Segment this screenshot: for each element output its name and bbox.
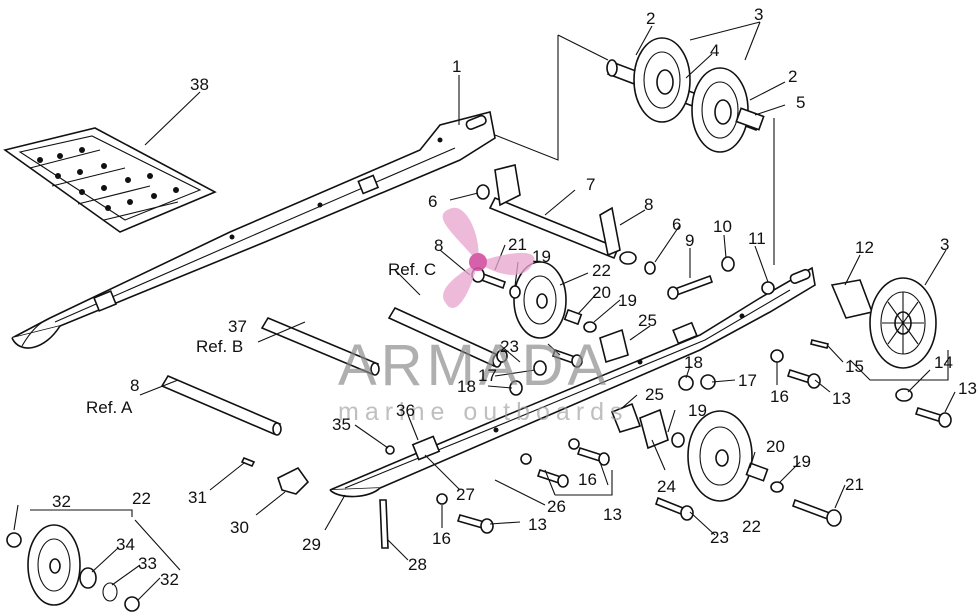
reference-c-label: Ref. C xyxy=(388,260,436,279)
callout-32: 32 xyxy=(160,570,179,589)
callout-33: 33 xyxy=(138,554,157,573)
watermark-tagline: marine outboards xyxy=(338,398,629,426)
callout-21: 21 xyxy=(508,235,527,254)
callout-35: 35 xyxy=(332,415,351,434)
callout-9: 9 xyxy=(685,231,694,250)
callout-22: 22 xyxy=(742,517,761,536)
callout-2: 2 xyxy=(788,67,797,86)
callout-25: 25 xyxy=(645,385,664,404)
lower-rail-29 xyxy=(329,266,816,498)
callout-20: 20 xyxy=(592,283,611,302)
callout-11: 11 xyxy=(748,229,766,248)
lower-wheel-22 xyxy=(599,328,784,502)
callout-13: 13 xyxy=(528,515,547,534)
callout-3: 3 xyxy=(754,5,763,24)
callout-7: 7 xyxy=(586,175,595,194)
callout-29: 29 xyxy=(302,535,321,554)
callout-8-ref-c: 8 xyxy=(434,236,443,255)
callout-10: 10 xyxy=(713,217,732,236)
upper-rail-1 xyxy=(11,111,496,349)
callout-17: 17 xyxy=(738,371,757,390)
callout-18: 18 xyxy=(457,377,476,396)
callout-30: 30 xyxy=(230,518,249,537)
callout-14: 14 xyxy=(934,353,953,372)
callout-15: 15 xyxy=(845,357,864,376)
callout-18: 18 xyxy=(684,353,703,372)
armada-watermark: ARMADA marine outboards xyxy=(338,207,629,426)
callout-19: 19 xyxy=(792,452,811,471)
reference-b-label: Ref. B xyxy=(196,337,243,356)
callout-37: 37 xyxy=(228,317,247,336)
reference-a-label: Ref. A xyxy=(86,398,133,417)
callout-4: 4 xyxy=(710,41,719,60)
watermark-brand: ARMADA xyxy=(338,333,610,398)
callout-19: 19 xyxy=(618,291,637,310)
callout-16: 16 xyxy=(578,470,597,489)
callout-6: 6 xyxy=(672,215,681,234)
middle-wheel-22 xyxy=(513,261,597,339)
cross-shafts xyxy=(160,164,637,436)
callout-27: 27 xyxy=(456,485,475,504)
callout-32: 32 xyxy=(52,492,71,511)
callout-5: 5 xyxy=(796,93,805,112)
callout-12: 12 xyxy=(855,238,874,257)
bolts xyxy=(240,267,952,549)
callout-2: 2 xyxy=(646,9,655,28)
callout-19: 19 xyxy=(532,247,551,266)
callout-1: 1 xyxy=(452,57,461,76)
callout-36: 36 xyxy=(396,401,415,420)
right-wheel-3 xyxy=(830,277,937,369)
callout-8-ref-a: 8 xyxy=(130,376,139,395)
callout-16: 16 xyxy=(432,529,451,548)
callout-19: 19 xyxy=(688,401,707,420)
callout-31: 31 xyxy=(188,488,207,507)
callout-3: 3 xyxy=(940,235,949,254)
callout-6: 6 xyxy=(428,192,437,211)
callout-23: 23 xyxy=(500,337,519,356)
callout-26: 26 xyxy=(547,497,566,516)
callout-8: 8 xyxy=(644,195,653,214)
callout-28: 28 xyxy=(408,555,427,574)
callout-34: 34 xyxy=(116,535,135,554)
callout-21: 21 xyxy=(845,475,864,494)
callout-13: 13 xyxy=(832,389,851,408)
callout-13: 13 xyxy=(603,505,622,524)
callout-16: 16 xyxy=(770,387,789,406)
callout-labels: 1 2 2 3 3 4 5 6 6 7 8 8 8 9 10 11 12 13 … xyxy=(52,5,977,589)
callout-38: 38 xyxy=(190,75,209,94)
slide-plate-38 xyxy=(3,127,217,233)
callout-23: 23 xyxy=(710,528,729,547)
callout-22: 22 xyxy=(592,261,611,280)
callout-20: 20 xyxy=(766,437,785,456)
upper-wheel-assembly xyxy=(606,37,765,153)
propeller-logo xyxy=(442,207,535,309)
callout-13: 13 xyxy=(958,379,977,398)
bottom-left-wheel-22 xyxy=(6,524,140,612)
callout-24: 24 xyxy=(657,477,676,496)
callout-17: 17 xyxy=(478,366,497,385)
callout-22: 22 xyxy=(132,489,151,508)
leader-lines xyxy=(13,21,956,601)
callout-25: 25 xyxy=(638,311,657,330)
